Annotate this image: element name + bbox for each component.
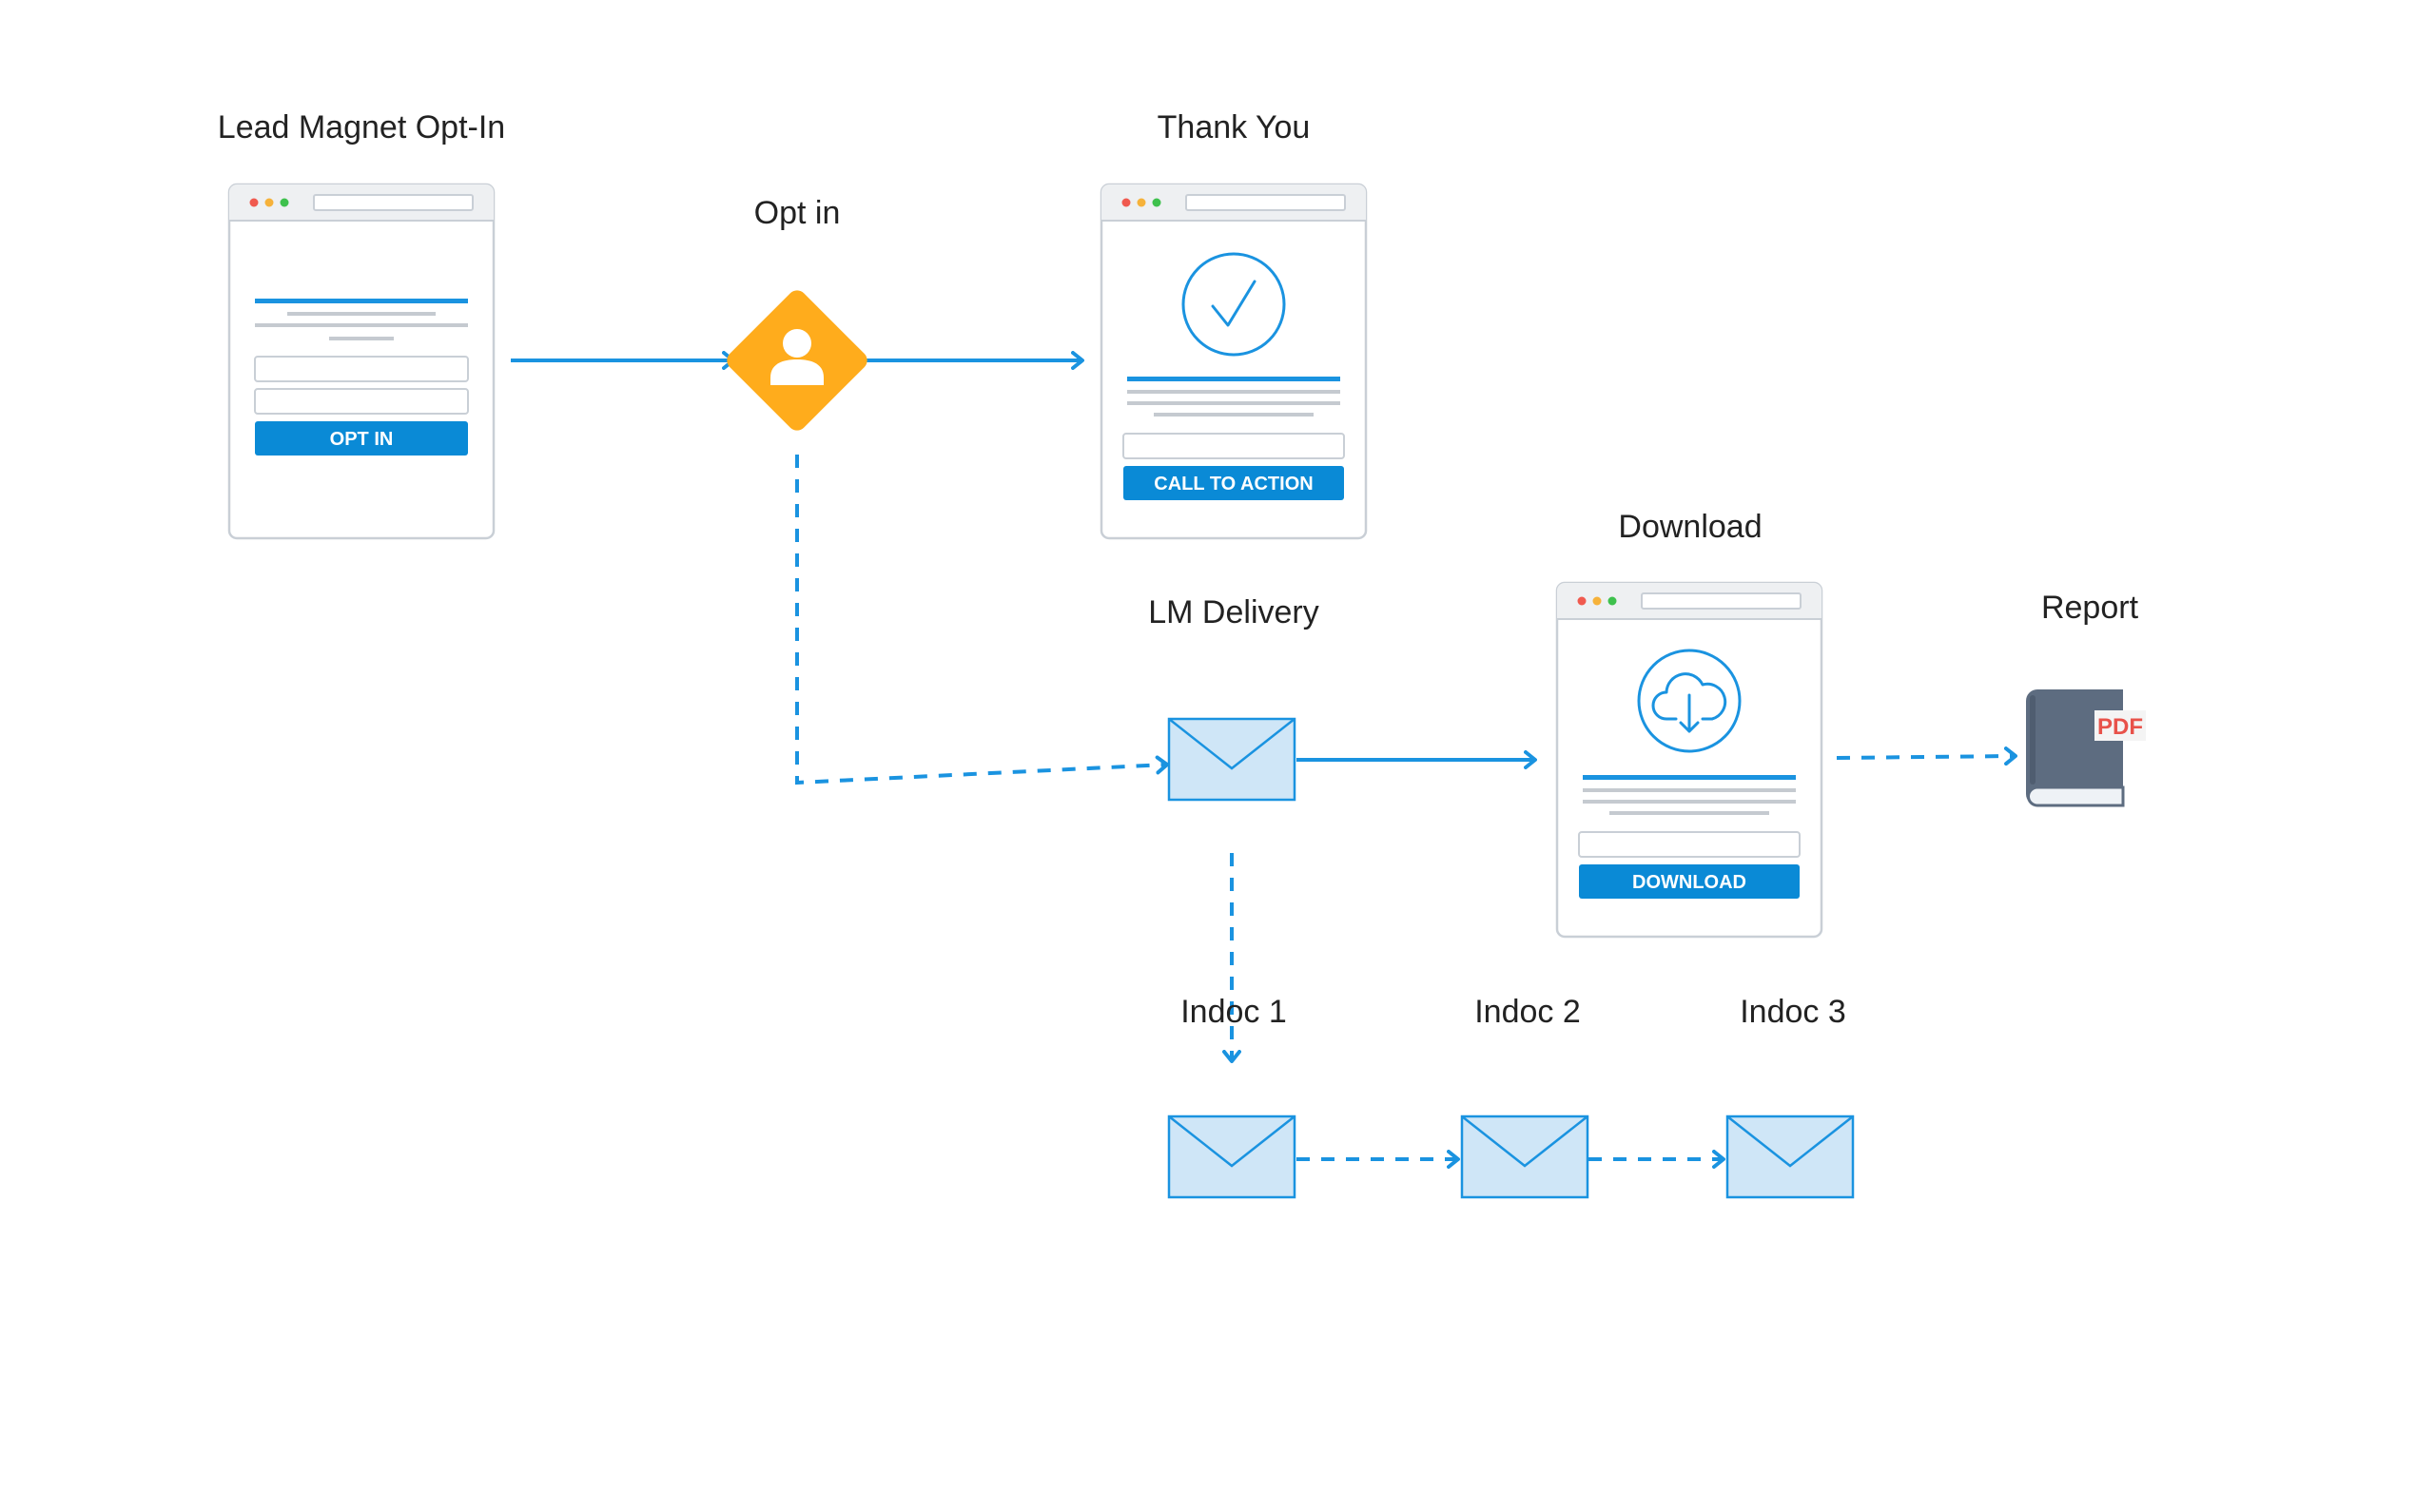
window-close-dot	[1121, 198, 1131, 207]
window-maximize-dot	[1607, 596, 1617, 606]
download-button[interactable]	[1579, 864, 1800, 899]
text-line	[255, 323, 468, 327]
window-minimize-dot	[1592, 596, 1602, 606]
window-minimize-dot	[1137, 198, 1146, 207]
headline-line	[1583, 775, 1796, 780]
checkmark-icon	[1181, 252, 1286, 357]
node-opt-in[interactable]	[723, 286, 871, 435]
pdf-badge	[2094, 710, 2146, 741]
text-line	[1583, 800, 1796, 804]
node-lm-delivery[interactable]	[1167, 717, 1296, 802]
headline-line	[255, 299, 468, 303]
text-line	[1127, 401, 1340, 405]
label-thank-you: Thank You	[1158, 109, 1311, 145]
address-bar	[1641, 592, 1802, 610]
node-thank-you-page[interactable]: CALL TO ACTION	[1100, 183, 1368, 540]
input-field[interactable]	[1578, 831, 1801, 858]
label-indoc-1: Indoc 1	[1180, 994, 1287, 1030]
opt-in-button-label: OPT IN	[330, 429, 394, 450]
node-report[interactable]: PDF	[2026, 689, 2146, 807]
node-indoc-3[interactable]	[1725, 1115, 1855, 1199]
address-bar	[313, 194, 474, 211]
label-opt-in: Opt in	[754, 195, 841, 231]
window-maximize-dot	[1152, 198, 1161, 207]
label-download: Download	[1618, 509, 1762, 545]
node-labels: Lead Magnet Opt-In Opt in Thank You Down…	[218, 109, 2139, 1030]
book-spine-shade	[2030, 695, 2036, 785]
name-field[interactable]	[254, 356, 469, 382]
call-to-action-button-label: CALL TO ACTION	[1154, 474, 1313, 494]
headline-line	[1127, 377, 1340, 381]
download-button-label: DOWNLOAD	[1632, 872, 1746, 893]
call-to-action-button[interactable]	[1123, 466, 1344, 500]
label-indoc-2: Indoc 2	[1474, 994, 1581, 1030]
input-field[interactable]	[1122, 433, 1345, 459]
envelope-icon	[1167, 1115, 1296, 1199]
envelope-icon	[1167, 717, 1296, 802]
label-indoc-3: Indoc 3	[1740, 994, 1846, 1030]
pdf-badge-label: PDF	[2097, 714, 2143, 740]
opt-in-button[interactable]	[255, 421, 468, 456]
text-line	[1154, 413, 1314, 417]
text-line	[287, 312, 436, 316]
window-maximize-dot	[280, 198, 289, 207]
edge-opt-in-to-lm-delivery	[795, 455, 1169, 785]
cloud-download-icon	[1637, 649, 1742, 753]
book-pages	[2027, 785, 2125, 807]
edge-download-to-report	[1836, 746, 2017, 766]
label-report: Report	[2041, 590, 2139, 626]
text-line	[1127, 390, 1340, 394]
text-line	[1583, 788, 1796, 792]
node-indoc-2[interactable]	[1460, 1115, 1589, 1199]
envelope-icon	[1725, 1115, 1855, 1199]
edges	[511, 351, 2017, 1169]
label-lm-delivery: LM Delivery	[1148, 594, 1318, 630]
pdf-book-icon: PDF	[2026, 689, 2146, 807]
envelope-icon	[1460, 1115, 1589, 1199]
window-close-dot	[249, 198, 259, 207]
node-indoc-1[interactable]	[1167, 1115, 1296, 1199]
user-icon	[770, 329, 824, 385]
window-minimize-dot	[264, 198, 274, 207]
address-bar	[1185, 194, 1346, 211]
node-lead-magnet-page[interactable]: OPT IN	[227, 183, 496, 540]
label-lead-magnet-opt-in: Lead Magnet Opt-In	[218, 109, 505, 145]
text-line	[1609, 811, 1769, 815]
text-line	[329, 337, 394, 340]
window-close-dot	[1577, 596, 1587, 606]
node-download-page[interactable]: DOWNLOAD	[1555, 581, 1823, 939]
email-field[interactable]	[254, 388, 469, 415]
